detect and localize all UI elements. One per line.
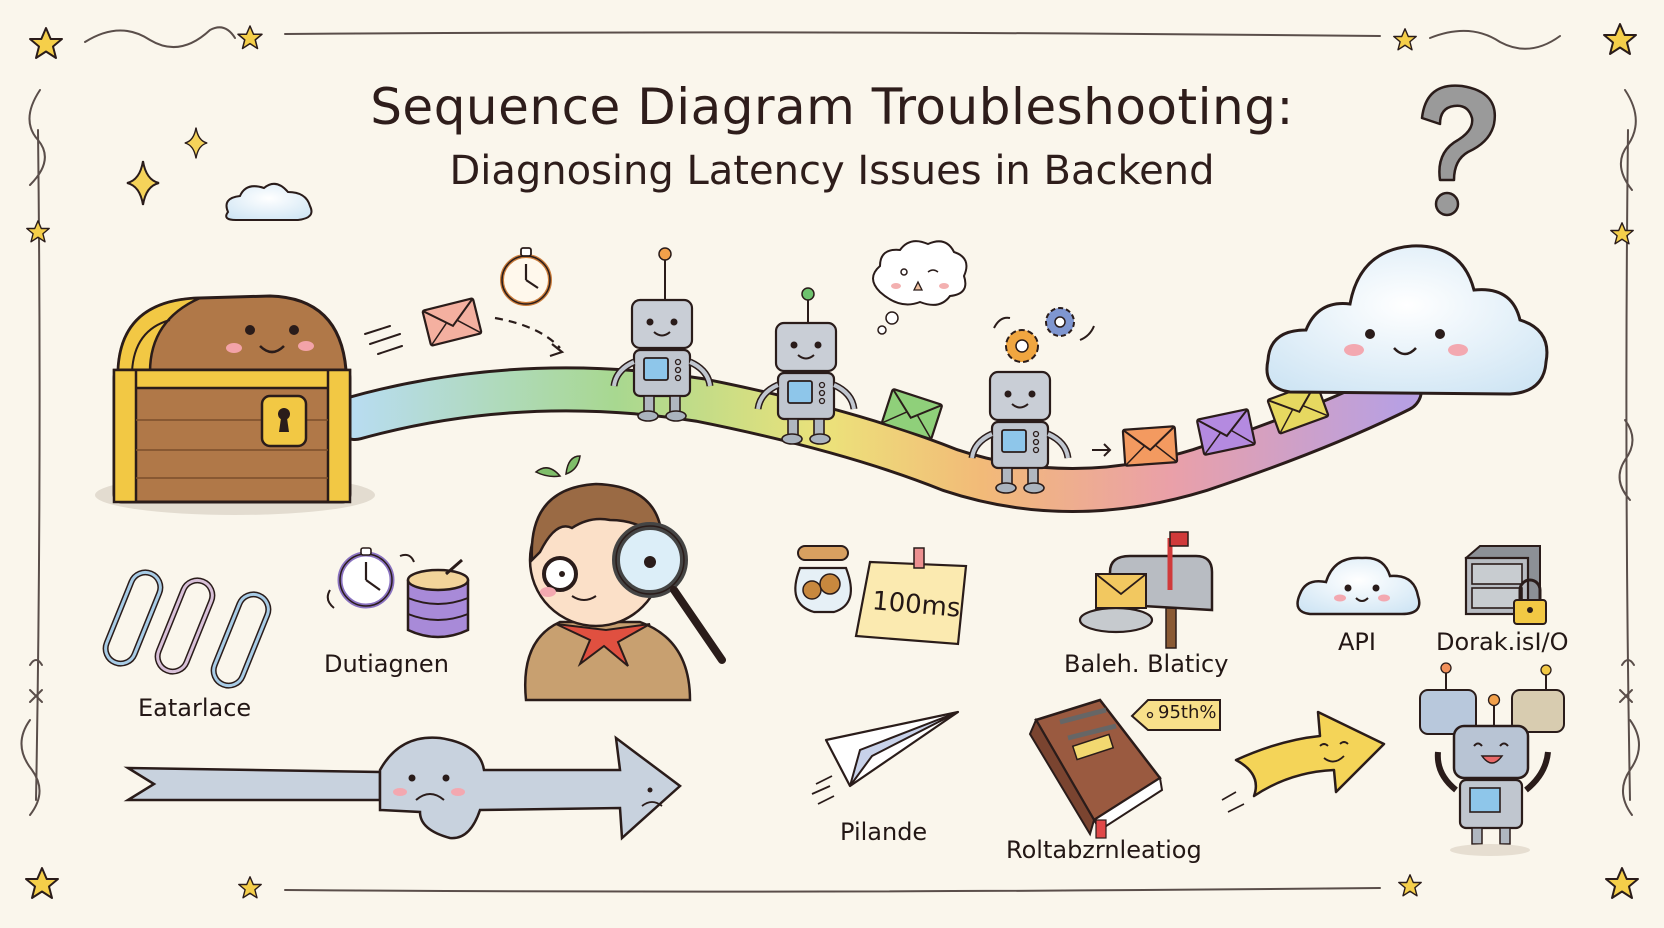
cookie-jar-icon — [794, 545, 852, 614]
paperclips-label: Eatarlace — [138, 694, 252, 722]
api-cloud-icon — [1296, 556, 1421, 616]
envelope-queue — [1092, 381, 1330, 467]
thought-bubble — [872, 240, 968, 306]
sticky-note-icon — [854, 547, 968, 646]
treasure-chest-database — [95, 294, 375, 515]
small-cloud-icon — [225, 182, 313, 221]
question-mark-icon — [1420, 84, 1497, 217]
robot-service-2-thinking — [758, 240, 968, 444]
decorative-border — [20, 26, 1640, 893]
robot-service-1 — [614, 247, 710, 421]
mailbox-label: Baleh. Blaticy — [1064, 650, 1229, 678]
cloud-backend — [1265, 244, 1549, 396]
stopwatch-database-icon — [326, 547, 470, 639]
fast-arrow-icon — [1221, 710, 1386, 813]
envelope-icon — [364, 297, 565, 358]
paperclips-icon — [102, 569, 272, 689]
book-tag-text: 95th% — [1158, 702, 1217, 723]
page-title: Sequence Diagram Troubleshooting: — [370, 78, 1294, 136]
robot-service-3-gears — [972, 307, 1095, 493]
slow-arrow-icon — [123, 735, 682, 841]
book-icon — [1028, 698, 1221, 839]
filing-cabinet-lock-icon — [1464, 545, 1547, 625]
mailbox-icon — [1078, 531, 1214, 649]
stopwatch-icon — [500, 247, 552, 306]
filing-cabinet-label: Dorak.isI/O — [1436, 628, 1569, 656]
detective-boy-magnifier — [524, 455, 726, 702]
sparkle-icon — [126, 126, 208, 206]
happy-robots-group — [1419, 662, 1565, 856]
api-cloud-label: API — [1338, 628, 1376, 656]
page-subtitle: Diagnosing Latency Issues in Backend — [449, 148, 1215, 194]
book-label: Roltabzrnleatiog — [1006, 836, 1202, 864]
paper-plane-icon — [811, 710, 960, 805]
stopwatch-database-label: Dutiagnen — [324, 650, 449, 678]
paper-plane-label: Pilande — [840, 818, 928, 846]
